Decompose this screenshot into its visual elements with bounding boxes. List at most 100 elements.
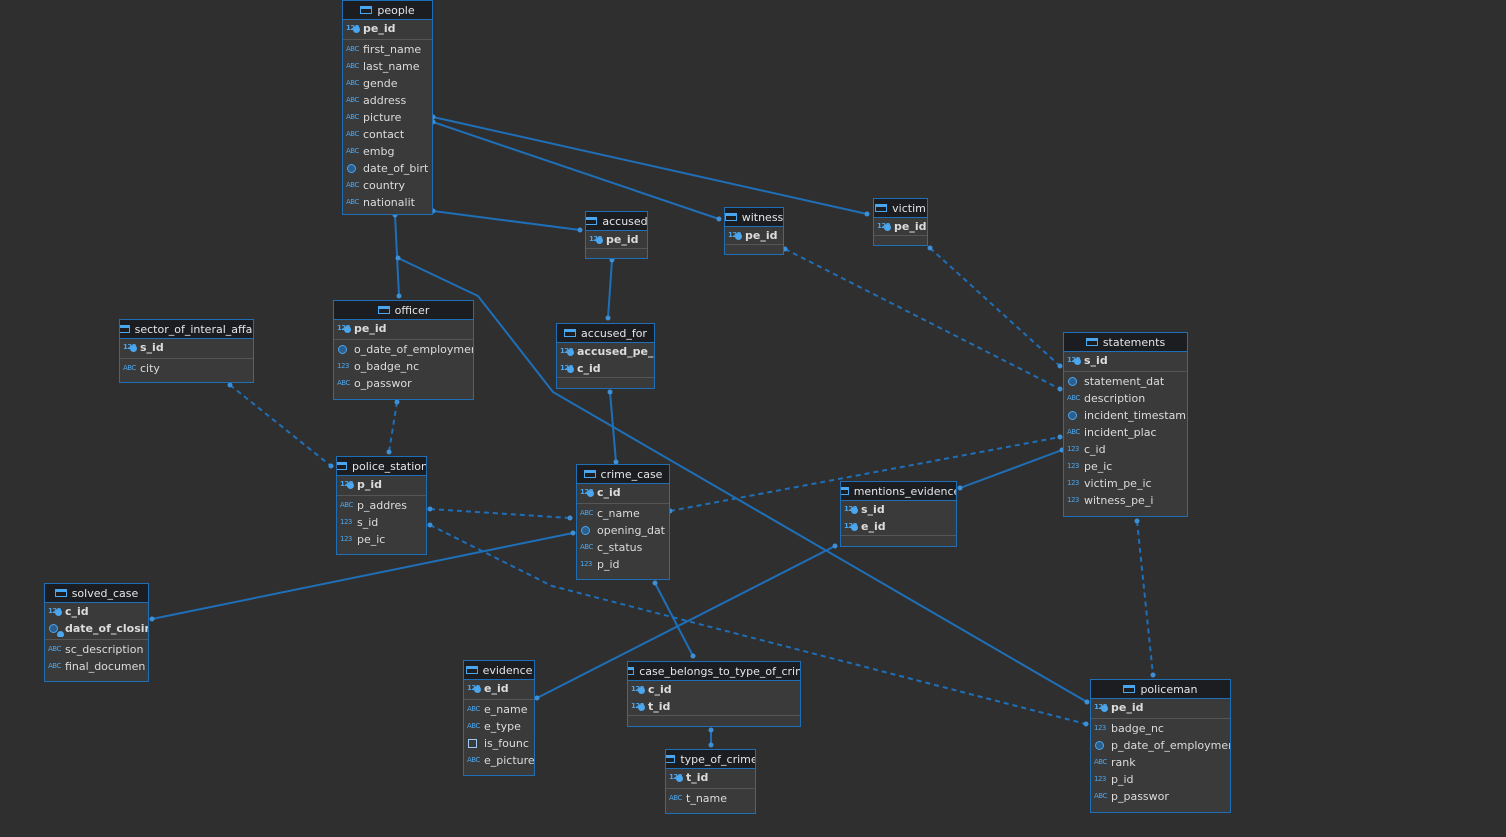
link-crimecase-casebelongs[interactable] <box>652 580 696 659</box>
column-row[interactable]: 123t_id <box>628 698 800 715</box>
entity-header[interactable]: evidence <box>464 661 534 680</box>
entity-header[interactable]: solved_case <box>45 584 148 603</box>
column-row[interactable]: 123e_id <box>841 518 956 535</box>
entity-header[interactable]: policeman <box>1091 680 1230 699</box>
link-officer-policestation[interactable] <box>386 399 400 455</box>
link-accusedfor-crimecase[interactable] <box>607 389 619 465</box>
entity-header[interactable]: crime_case <box>577 465 669 484</box>
entity-header[interactable]: accused_for <box>557 324 654 343</box>
entity-header[interactable]: officer <box>334 301 473 320</box>
entity-header[interactable]: type_of_crime <box>666 750 755 769</box>
link-victim-statements[interactable] <box>927 245 1063 369</box>
link-crimecase-solvedcase[interactable] <box>149 530 576 622</box>
column-row[interactable]: 123accused_pe_id <box>557 343 654 360</box>
link-policestation-policeman[interactable] <box>427 522 1089 727</box>
column-row[interactable]: 123e_id <box>464 680 534 697</box>
column-row[interactable]: opening_dat <box>577 522 669 539</box>
entity-header[interactable]: case_belongs_to_type_of_crim <box>628 662 800 681</box>
link-people-accused[interactable] <box>430 208 583 233</box>
link-people-witness[interactable] <box>430 119 722 222</box>
entity-header[interactable]: sector_of_interal_affai <box>120 320 253 339</box>
column-row[interactable]: statement_dat <box>1064 373 1187 390</box>
column-row[interactable]: date_of_birt <box>343 160 432 177</box>
entity-header[interactable]: accused <box>586 212 647 231</box>
column-row[interactable]: date_of_closing <box>45 620 148 637</box>
entity-header[interactable]: witness <box>725 208 783 227</box>
entity-header[interactable]: people <box>343 1 432 20</box>
link-casebelongs-typeofcrime[interactable] <box>708 727 714 748</box>
column-row[interactable]: 123t_id <box>666 769 755 786</box>
link-witness-statements[interactable] <box>782 246 1063 392</box>
link-statements-policeman[interactable] <box>1134 518 1156 678</box>
column-row[interactable]: p_date_of_employmer <box>1091 737 1230 754</box>
link-people-policeman[interactable] <box>395 255 1090 705</box>
entity-header[interactable]: victim <box>874 199 927 218</box>
link-policestation-crimecase[interactable] <box>427 506 573 521</box>
column-row[interactable]: incident_timestamp <box>1064 407 1187 424</box>
link-mentions-evidence[interactable] <box>534 543 838 701</box>
link-sector-policestation[interactable] <box>227 382 334 469</box>
column-row[interactable]: o_date_of_employmer <box>334 341 473 358</box>
link-accused-accusedfor[interactable] <box>605 257 615 321</box>
link-people-officer[interactable] <box>392 212 402 299</box>
link-people-victim[interactable] <box>430 114 870 217</box>
entity-header[interactable]: police_station <box>337 457 426 476</box>
column-row[interactable]: is_founc <box>464 735 534 752</box>
